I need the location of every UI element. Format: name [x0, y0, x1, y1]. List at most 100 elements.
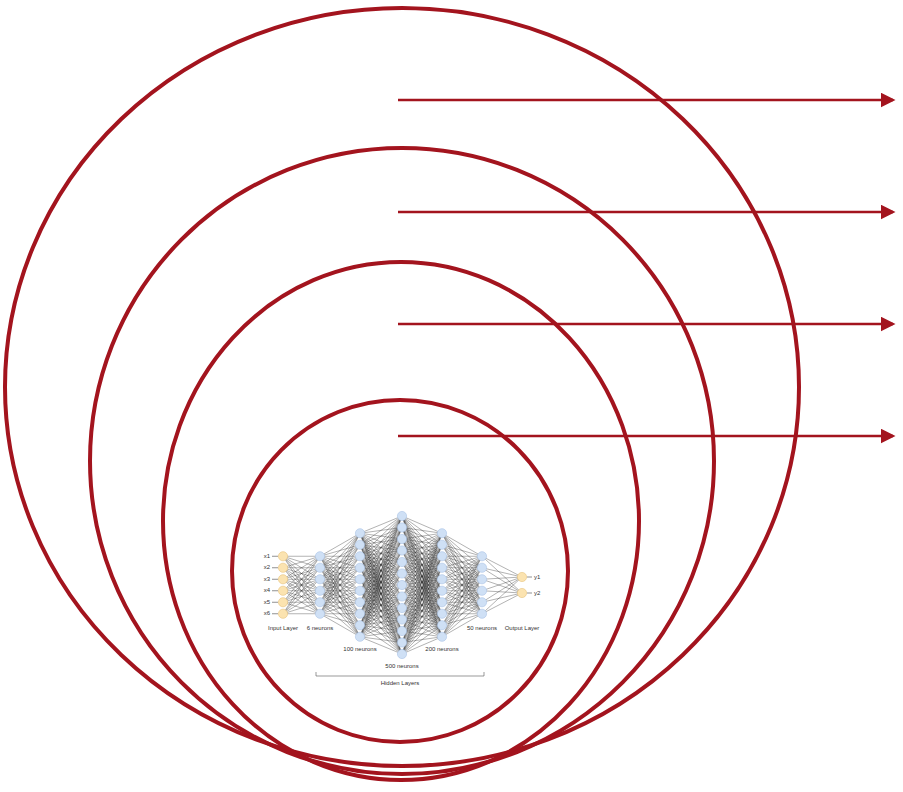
- hidden-neuron: [477, 609, 486, 618]
- output-label: y2: [533, 590, 541, 597]
- layer-label: 50 neurons: [466, 625, 498, 632]
- connection-line: [402, 545, 442, 654]
- connection-line: [320, 545, 360, 614]
- hidden-neuron: [437, 598, 446, 607]
- connection-line: [360, 539, 402, 637]
- connection-line: [320, 556, 360, 625]
- connection-line: [482, 568, 522, 577]
- io-neuron: [517, 572, 526, 581]
- hidden-neuron: [397, 534, 406, 543]
- hidden-neuron: [437, 586, 446, 595]
- connection-line: [482, 593, 522, 614]
- output-stub: [527, 577, 532, 578]
- connection-line: [283, 591, 320, 614]
- second-circle: [90, 148, 714, 774]
- connection-line: [360, 579, 402, 654]
- connection-line: [360, 637, 402, 643]
- hidden-neuron: [477, 563, 486, 572]
- hidden-neuron: [397, 546, 406, 555]
- hidden-neuron: [397, 557, 406, 566]
- input-label: x4: [263, 587, 271, 594]
- connection-line: [402, 528, 442, 637]
- connection-line: [402, 568, 442, 654]
- io-neuron: [278, 563, 287, 572]
- connection-line: [442, 545, 482, 557]
- connection-line: [402, 528, 442, 534]
- connection-line: [442, 556, 482, 602]
- connection-line: [283, 602, 320, 614]
- connection-line: [442, 556, 482, 568]
- layer-label: 6 neurons: [306, 625, 335, 632]
- connection-line: [442, 533, 482, 614]
- connection-line: [360, 585, 402, 637]
- hidden-neuron: [355, 552, 364, 561]
- connection-line: [283, 556, 320, 557]
- input-stub: [272, 567, 278, 568]
- connection-line: [360, 533, 402, 642]
- connection-line: [442, 556, 482, 568]
- hidden-neuron: [355, 586, 364, 595]
- connection-line: [482, 579, 522, 593]
- connection-line: [283, 556, 320, 579]
- connection-line: [482, 577, 522, 614]
- connection-line: [320, 533, 360, 602]
- connection-line: [360, 614, 402, 643]
- connection-line: [283, 556, 320, 591]
- connection-line: [482, 593, 522, 602]
- connection-line: [482, 577, 522, 591]
- connection-line: [283, 568, 320, 614]
- io-neuron: [517, 588, 526, 597]
- connection-line: [402, 556, 442, 654]
- io-neuron: [278, 575, 287, 584]
- connection-line: [482, 556, 522, 577]
- hidden-neuron: [477, 552, 486, 561]
- hidden-neuron: [355, 598, 364, 607]
- connection-line: [283, 579, 320, 614]
- hidden-neuron: [397, 638, 406, 647]
- input-stub: [272, 590, 278, 591]
- connection-line: [320, 568, 360, 614]
- connection-line: [320, 556, 360, 614]
- hidden-neuron: [355, 575, 364, 584]
- connection-line: [442, 556, 482, 602]
- hidden-neuron: [437, 632, 446, 641]
- input-stub: [272, 613, 278, 614]
- connection-line: [482, 591, 522, 593]
- connection-line: [283, 579, 320, 614]
- connection-line: [360, 533, 402, 654]
- connection-line: [283, 556, 320, 614]
- layer-label: Input Layer: [267, 625, 299, 632]
- hidden-neuron: [437, 552, 446, 561]
- connection-line: [402, 516, 442, 637]
- hidden-bracket: [316, 672, 484, 676]
- output-stub: [527, 593, 532, 594]
- connection-line: [283, 556, 320, 602]
- connection-line: [320, 579, 360, 614]
- connection-line: [283, 556, 320, 568]
- input-label: x6: [263, 610, 271, 617]
- io-neuron: [278, 598, 287, 607]
- connection-line: [283, 556, 320, 614]
- connection-line: [320, 533, 360, 614]
- connection-line: [320, 568, 360, 626]
- connection-line: [320, 591, 360, 626]
- connection-line: [360, 528, 402, 637]
- hidden-neuron: [477, 598, 486, 607]
- connection-line: [283, 556, 320, 591]
- hidden-neuron: [397, 649, 406, 658]
- connection-line: [442, 533, 482, 579]
- connection-line: [402, 533, 442, 654]
- hidden-neuron: [397, 592, 406, 601]
- connection-line: [442, 533, 482, 556]
- hidden-neuron: [397, 511, 406, 520]
- connection-line: [283, 556, 320, 568]
- connection-line: [283, 556, 320, 602]
- layer-label: 100 neurons: [342, 646, 377, 653]
- connection-line: [442, 545, 482, 614]
- hidden-neuron: [355, 540, 364, 549]
- connection-line: [320, 533, 360, 591]
- hidden-neuron: [315, 575, 324, 584]
- hidden-neuron: [437, 540, 446, 549]
